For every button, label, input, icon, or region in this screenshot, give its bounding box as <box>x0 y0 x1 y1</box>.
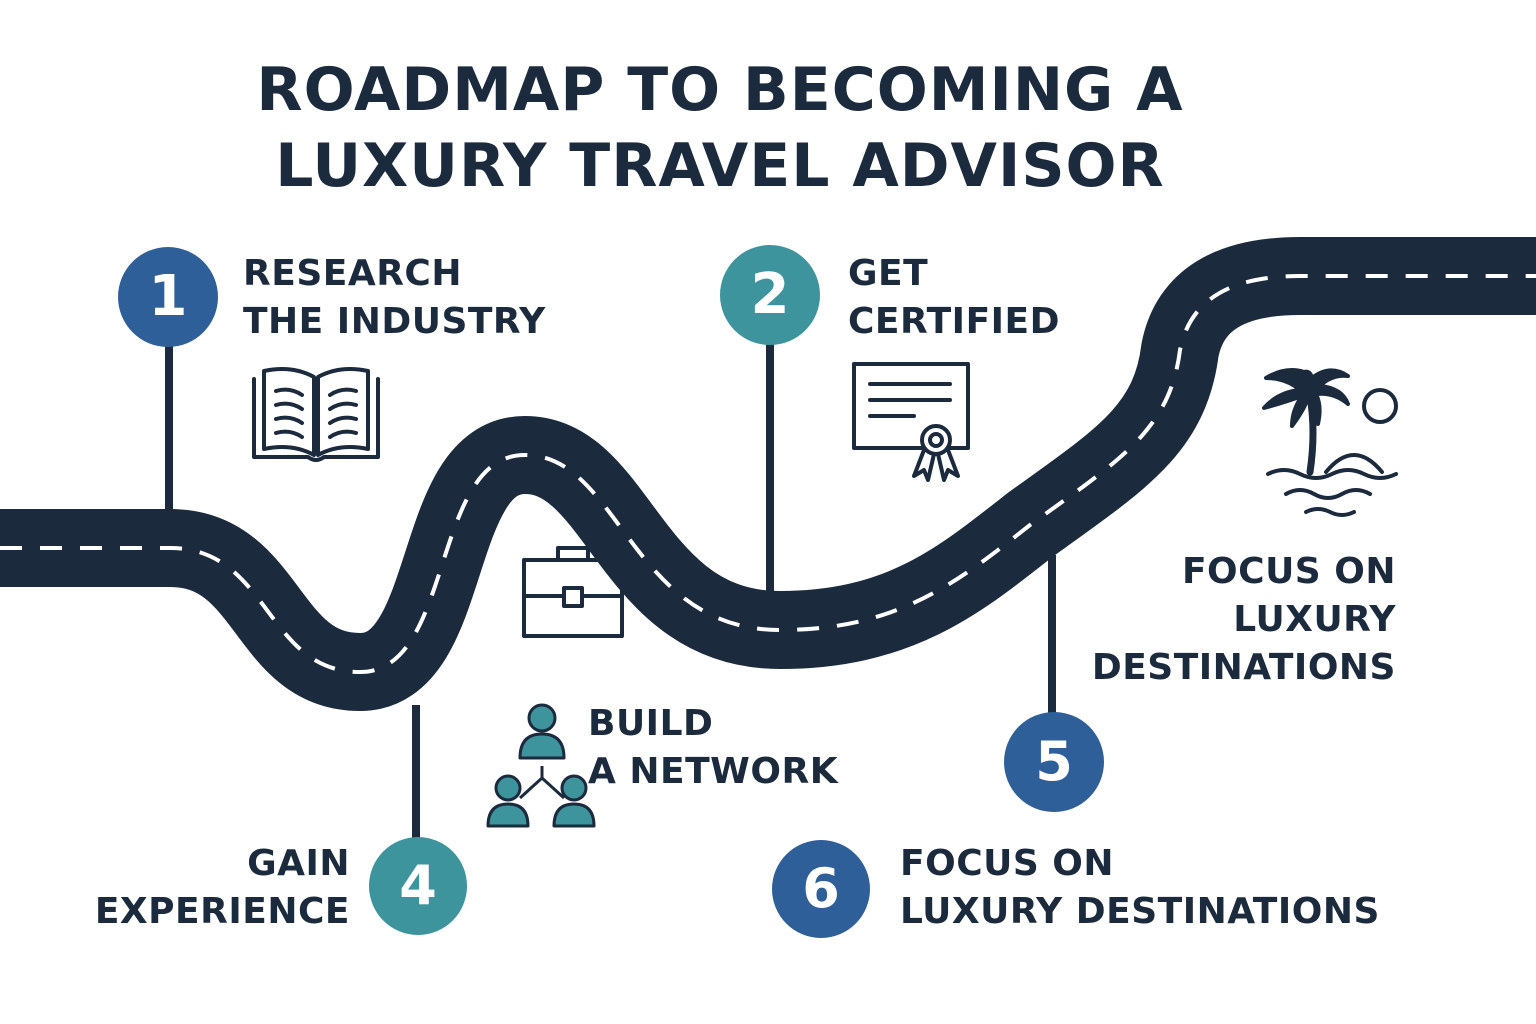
pin-step-5 <box>1048 555 1056 715</box>
title-line-2: LUXURY TRAVEL ADVISOR <box>275 131 1165 201</box>
people-network-icon <box>486 703 596 828</box>
briefcase-icon <box>522 546 624 638</box>
step-4-label: GAIN EXPERIENCE <box>60 840 350 936</box>
palm-island-icon <box>1262 368 1398 517</box>
step-5-label-line-2: LUXURY <box>1233 599 1396 640</box>
step-4-label-line-1: GAIN <box>247 843 350 884</box>
step-6-label-line-1: FOCUS ON <box>900 843 1115 884</box>
step-6-badge: 6 <box>772 840 870 938</box>
step-2-label-line-2: CERTIFIED <box>848 301 1061 342</box>
step-3-label: BUILD A NETWORK <box>588 700 838 796</box>
step-5-label-line-3: DESTINATIONS <box>1091 647 1396 688</box>
step-3-label-line-1: BUILD <box>588 703 714 744</box>
step-2-badge: 2 <box>720 245 820 345</box>
step-6-label: FOCUS ON LUXURY DESTINATIONS <box>900 840 1380 936</box>
step-6-label-line-2: LUXURY DESTINATIONS <box>900 891 1380 932</box>
step-2-label: GET CERTIFIED <box>848 250 1060 346</box>
step-5-label-line-1: FOCUS ON <box>1181 551 1396 592</box>
certificate-icon <box>852 362 970 482</box>
title-line-1: ROADMAP TO BECOMING A <box>256 55 1184 125</box>
step-1-label: RESEARCH THE INDUSTRY <box>243 250 546 346</box>
road-center-dashes <box>0 274 1536 675</box>
step-4-badge: 4 <box>369 837 467 935</box>
page-title: ROADMAP TO BECOMING A LUXURY TRAVEL ADVI… <box>0 52 1440 204</box>
pin-step-4 <box>412 705 420 845</box>
step-2-label-line-1: GET <box>848 253 929 294</box>
pin-step-1 <box>165 330 173 510</box>
step-1-label-line-1: RESEARCH <box>243 253 462 294</box>
step-1-badge: 1 <box>118 247 218 347</box>
step-3-label-line-2: A NETWORK <box>588 751 839 792</box>
step-1-label-line-2: THE INDUSTRY <box>243 301 546 342</box>
step-4-label-line-2: EXPERIENCE <box>94 891 350 932</box>
open-book-icon <box>252 367 380 462</box>
step-5-badge: 5 <box>1004 712 1104 812</box>
pin-step-2 <box>766 330 774 610</box>
step-5-label: FOCUS ON LUXURY DESTINATIONS <box>1040 548 1396 692</box>
